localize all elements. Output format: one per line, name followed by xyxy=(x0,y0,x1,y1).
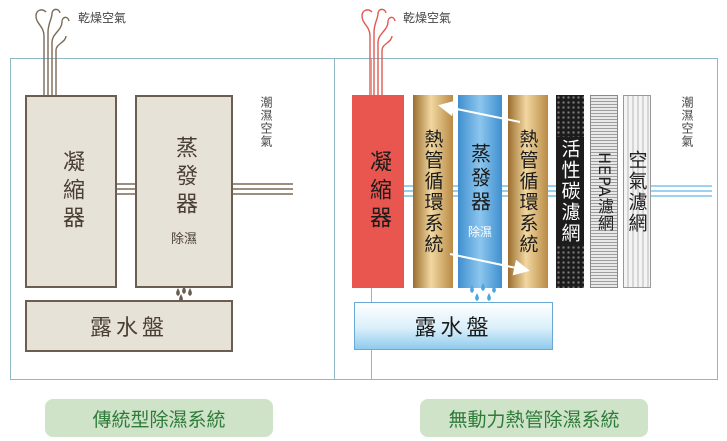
left-dry-air-label: 乾燥空氣 xyxy=(78,11,127,25)
right-heat-pipe-right-label: 熱管循環系統 xyxy=(516,128,539,255)
left-evaporator-label: 蒸發器 xyxy=(172,136,197,220)
left-dry-air-swirl-icon xyxy=(35,8,70,96)
right-heat-pipe-right: 熱管循環系統 xyxy=(508,95,548,288)
left-condenser-box: 凝縮器 xyxy=(25,95,117,288)
right-evaporator: 蒸發器 除濕 xyxy=(458,95,502,288)
left-caption: 傳統型除濕系統 xyxy=(45,399,273,437)
left-humid-air-lines xyxy=(233,183,293,195)
right-heat-pipe-left: 熱管循環系統 xyxy=(413,95,453,288)
left-humid-air-label: 潮濕空氣 xyxy=(259,96,273,148)
left-evaporator-box: 蒸發器 除濕 xyxy=(135,95,233,288)
right-caption: 無動力熱管除濕系統 xyxy=(420,399,648,437)
left-drip-tray-box: 露水盤 xyxy=(25,300,233,352)
right-evaporator-label: 蒸發器 xyxy=(467,143,492,215)
right-activated-carbon-filter: 活性碳濾網 xyxy=(556,95,584,288)
right-condenser-label: 凝縮器 xyxy=(366,149,391,234)
right-hepa-filter: HEPA濾網 xyxy=(590,95,618,288)
right-air-filter-label: 空氣濾網 xyxy=(625,149,648,234)
connector-lines xyxy=(117,183,135,195)
right-drip-tray-box: 露水盤 xyxy=(354,302,553,350)
right-condenser: 凝縮器 xyxy=(352,95,404,288)
right-dry-air-swirl-icon xyxy=(361,8,396,96)
right-airflow-lines xyxy=(404,185,712,197)
right-drip-tray-label: 露水盤 xyxy=(414,316,493,341)
left-condenser-label: 凝縮器 xyxy=(59,149,84,234)
right-humid-air-label: 潮濕空氣 xyxy=(680,96,694,148)
right-activated-carbon-label: 活性碳濾網 xyxy=(556,137,584,246)
heat-pipe-arrows xyxy=(438,100,530,276)
right-air-filter: 空氣濾網 xyxy=(623,95,651,288)
right-water-drops-icon xyxy=(470,283,496,301)
heatpipe-system-panel xyxy=(334,58,718,380)
right-dehumidify-label: 除濕 xyxy=(467,225,492,239)
right-heat-pipe-left-label: 熱管循環系統 xyxy=(421,128,444,255)
right-dry-air-label: 乾燥空氣 xyxy=(403,11,452,25)
left-drip-tray-label: 露水盤 xyxy=(89,316,168,341)
right-hepa-label: HEPA濾網 xyxy=(595,151,614,232)
left-dehumidify-label: 除濕 xyxy=(170,232,197,247)
